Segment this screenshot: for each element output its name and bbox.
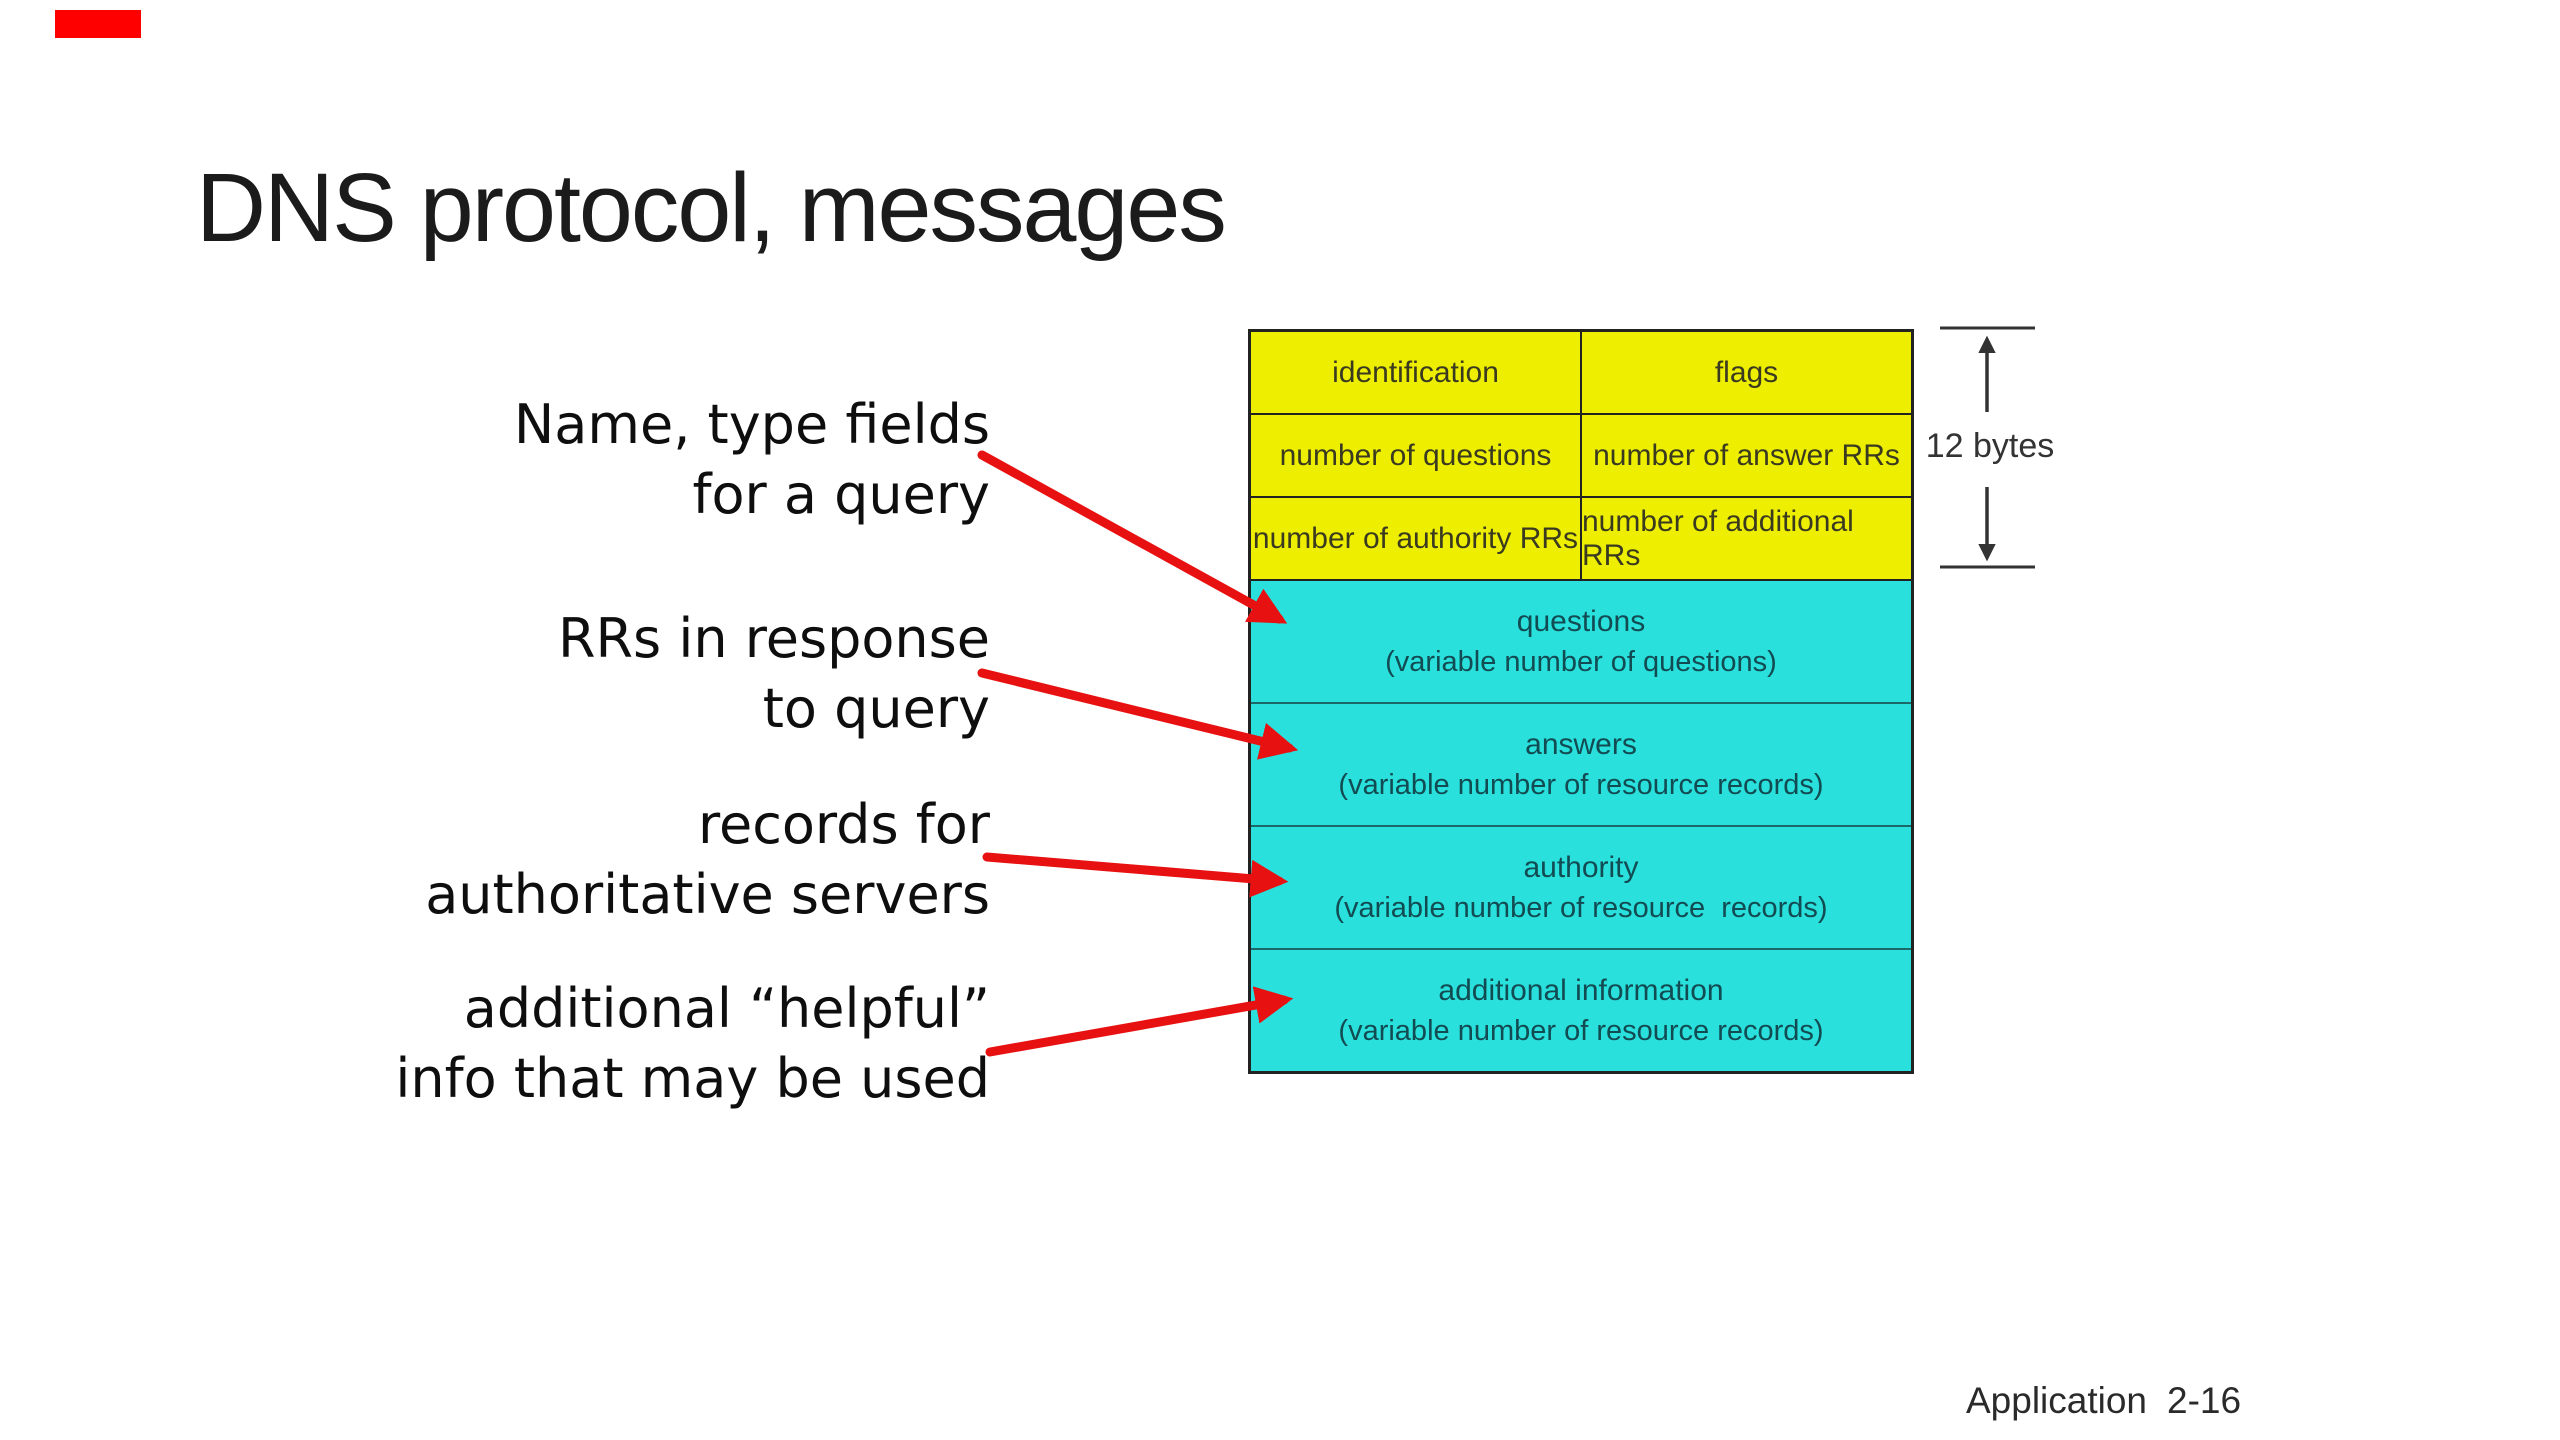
section-name: questions — [1516, 604, 1646, 638]
annotation-arrow-4-icon — [985, 986, 1294, 1057]
page-footer: Application 2-16 — [1966, 1380, 2241, 1422]
section-detail: (variable number of resource records) — [1338, 768, 1824, 801]
corner-marker-patch — [55, 10, 141, 38]
header-row: identification flags — [1251, 332, 1911, 415]
annotation-rrs-in-response: RRs in response to query — [558, 604, 990, 744]
annotation-arrow-2-icon — [977, 668, 1299, 760]
annotation-arrow-1-icon — [977, 450, 1288, 624]
annotation-line: info that may be used — [395, 1047, 990, 1110]
header-row: number of authority RRs number of additi… — [1251, 498, 1911, 581]
section-detail: (variable number of resource records) — [1338, 1014, 1824, 1047]
field-number-of-authority-rrs: number of authority RRs — [1251, 498, 1582, 579]
footer-label: Application — [1966, 1380, 2148, 1421]
annotation-line: authoritative servers — [425, 863, 990, 926]
field-number-of-questions: number of questions — [1251, 415, 1582, 496]
annotation-records-authoritative: records for authoritative servers — [425, 790, 990, 930]
section-name: answers — [1525, 727, 1637, 761]
section-name: additional information — [1438, 973, 1724, 1007]
annotation-additional-helpful: additional “helpful” info that may be us… — [395, 974, 990, 1114]
annotation-name-type-fields: Name, type fields for a query — [514, 390, 990, 530]
size-label-12-bytes: 12 bytes — [1925, 427, 2055, 465]
field-flags: flags — [1582, 332, 1911, 413]
annotation-line: RRs in response — [558, 607, 990, 670]
footer-page-number: 2-16 — [2167, 1380, 2242, 1421]
section-authority: authority (variable number of resource r… — [1251, 827, 1911, 950]
annotation-arrow-3-icon — [982, 852, 1289, 898]
field-number-of-additional-rrs: number of additional RRs — [1582, 498, 1911, 579]
header-row: number of questions number of answer RRs — [1251, 415, 1911, 498]
section-name: authority — [1523, 850, 1639, 884]
section-questions: questions (variable number of questions) — [1251, 581, 1911, 704]
annotation-line: records for — [697, 793, 990, 856]
section-detail: (variable number of questions) — [1385, 645, 1777, 678]
page-title: DNS protocol, messages — [196, 153, 1227, 262]
section-answers: answers (variable number of resource rec… — [1251, 704, 1911, 827]
section-additional-information: additional information (variable number … — [1251, 950, 1911, 1071]
section-detail: (variable number of resource records) — [1334, 891, 1828, 924]
annotation-line: additional “helpful” — [463, 977, 990, 1040]
annotation-line: to query — [762, 677, 990, 740]
field-number-of-answer-rrs: number of answer RRs — [1582, 415, 1911, 496]
annotation-line: for a query — [692, 463, 990, 526]
annotation-line: Name, type fields — [513, 393, 990, 456]
field-identification: identification — [1251, 332, 1582, 413]
dns-message-format-table: identification flags number of questions… — [1248, 329, 1914, 1074]
